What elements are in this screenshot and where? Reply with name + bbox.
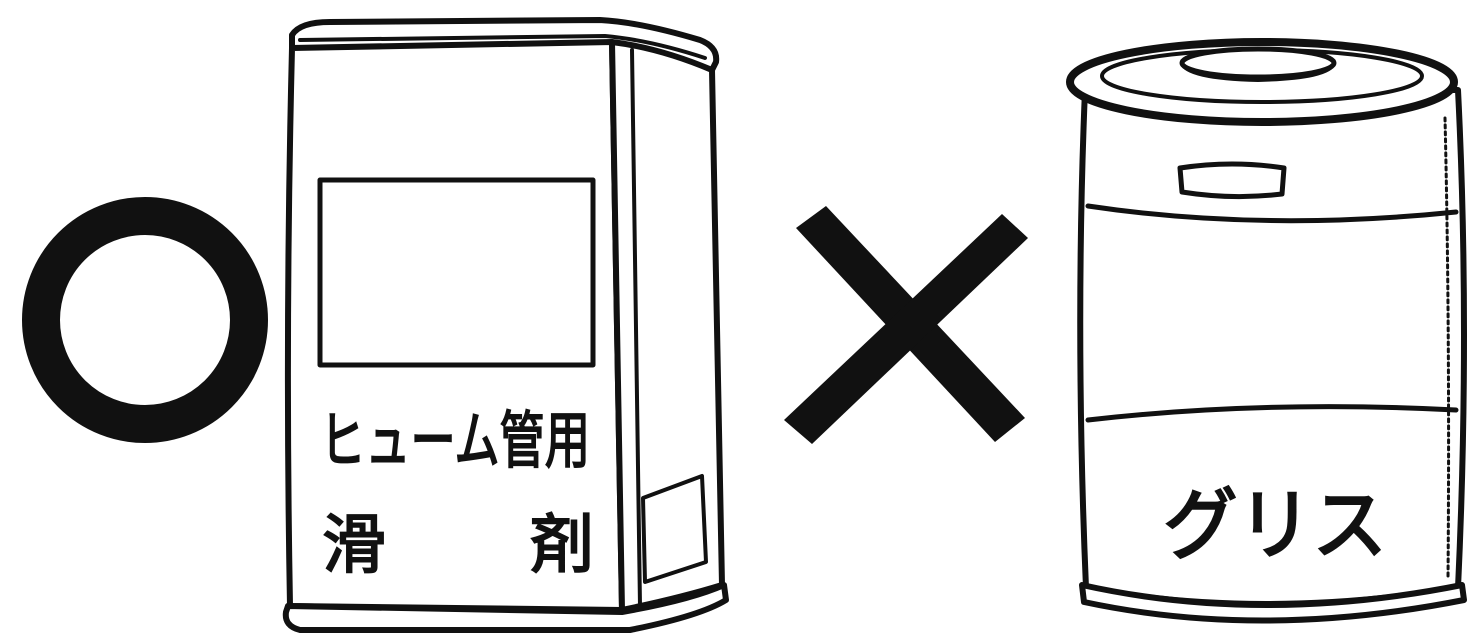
circle-mark-icon — [22, 197, 268, 443]
side-label — [641, 474, 708, 584]
grease-can — [1066, 38, 1467, 624]
correct-mark — [22, 197, 268, 443]
cross-mark-icon — [784, 206, 1028, 444]
lubricant-box — [282, 17, 729, 633]
grease-label: グリス — [1163, 481, 1387, 571]
can-handle-slot — [1177, 161, 1287, 200]
lubricant-label-line1: ヒューム管用 — [320, 404, 590, 477]
lubricant-label-line2-right: 剤 — [530, 509, 594, 583]
lubricant-label-line2-left: 滑 — [322, 509, 386, 583]
label-window — [317, 177, 596, 368]
incorrect-mark — [784, 206, 1028, 444]
